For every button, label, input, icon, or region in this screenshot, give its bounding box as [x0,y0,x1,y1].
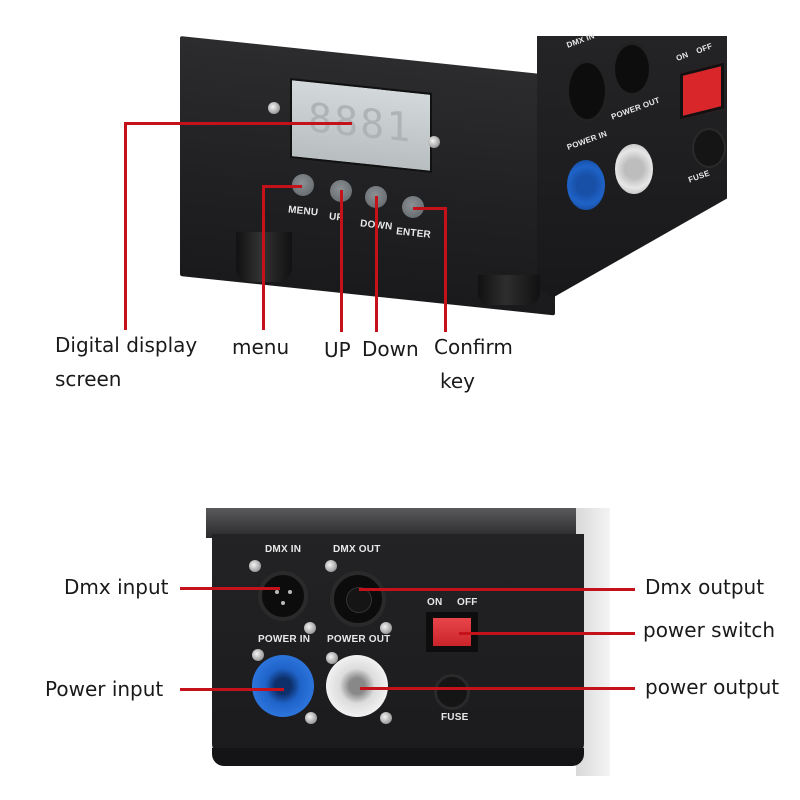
power-input-callout-label: Power input [45,677,164,701]
bottom-base [212,748,584,766]
pin [275,590,279,594]
off-panel-label: OFF [457,597,478,608]
display-callout-line-v [124,122,127,330]
screw-icon [428,136,440,148]
bottom-top-edge [206,508,586,538]
top-device-photo: 8881 MENU UP DOWN ENTER DMX IN POWER OUT… [0,0,800,320]
down-callout-label: Down [362,337,419,361]
menu-button[interactable] [292,174,314,196]
side-fuse-holder [692,128,726,168]
screw-icon [304,622,316,634]
power-output-callout-label: power output [645,675,780,699]
screw-icon [252,649,264,661]
side-power-in-connector[interactable] [567,160,605,210]
enter-callout-line-h [413,207,445,210]
down-callout-line [375,196,378,332]
power-in-connector[interactable] [252,655,314,717]
screw-icon [268,102,280,114]
screw-icon [380,622,392,634]
dmx-out-connector[interactable] [330,571,386,627]
power-output-callout-line [360,687,635,690]
dmx-output-callout-label: Dmx output [645,575,765,599]
screw-icon [325,560,337,572]
enter-callout-line-v [444,207,447,332]
power-out-connector[interactable] [326,655,388,717]
display-callout-label-line2: screen [55,367,122,391]
menu-callout-line-h [262,185,302,188]
up-callout-line [340,190,343,332]
screw-icon [380,712,392,724]
up-callout-label: UP [324,338,351,362]
display-callout-line-h [124,122,352,125]
pin [281,601,285,605]
display-callout-label-line1: Digital display [55,333,198,357]
pin [288,590,292,594]
menu-callout-label: menu [232,335,290,359]
side-dmx-out-connector [612,42,652,96]
dmx-input-callout-line [180,587,280,590]
power-input-callout-line [180,688,284,691]
power-in-panel-label: POWER IN [258,634,311,645]
dmx-output-callout-line [359,588,635,591]
screw-icon [249,560,261,572]
fuse-holder [434,674,470,710]
power-switch-callout-line [459,632,635,635]
bottom-panel-face [212,534,584,754]
device-foot-right [478,275,540,305]
confirm-callout-label-line1: Confirm [434,335,513,359]
on-panel-label: ON [427,597,443,608]
screw-icon [326,652,338,664]
confirm-callout-label-line2: key [440,369,476,393]
bottom-device-photo [206,508,610,776]
power-switch-callout-label: power switch [643,618,776,642]
menu-callout-line-v [262,185,265,330]
side-power-out-connector[interactable] [615,144,653,194]
side-dmx-in-connector [566,60,608,122]
screw-icon [305,712,317,724]
dmx-in-connector[interactable] [258,571,308,621]
dmx-out-panel-label: DMX OUT [333,544,381,555]
dmx-in-panel-label: DMX IN [265,544,302,555]
power-out-panel-label: POWER OUT [327,634,391,645]
socket [346,587,372,613]
dmx-input-callout-label: Dmx input [64,575,169,599]
fuse-panel-label: FUSE [441,712,469,723]
digital-display-screen: 8881 [290,78,432,173]
